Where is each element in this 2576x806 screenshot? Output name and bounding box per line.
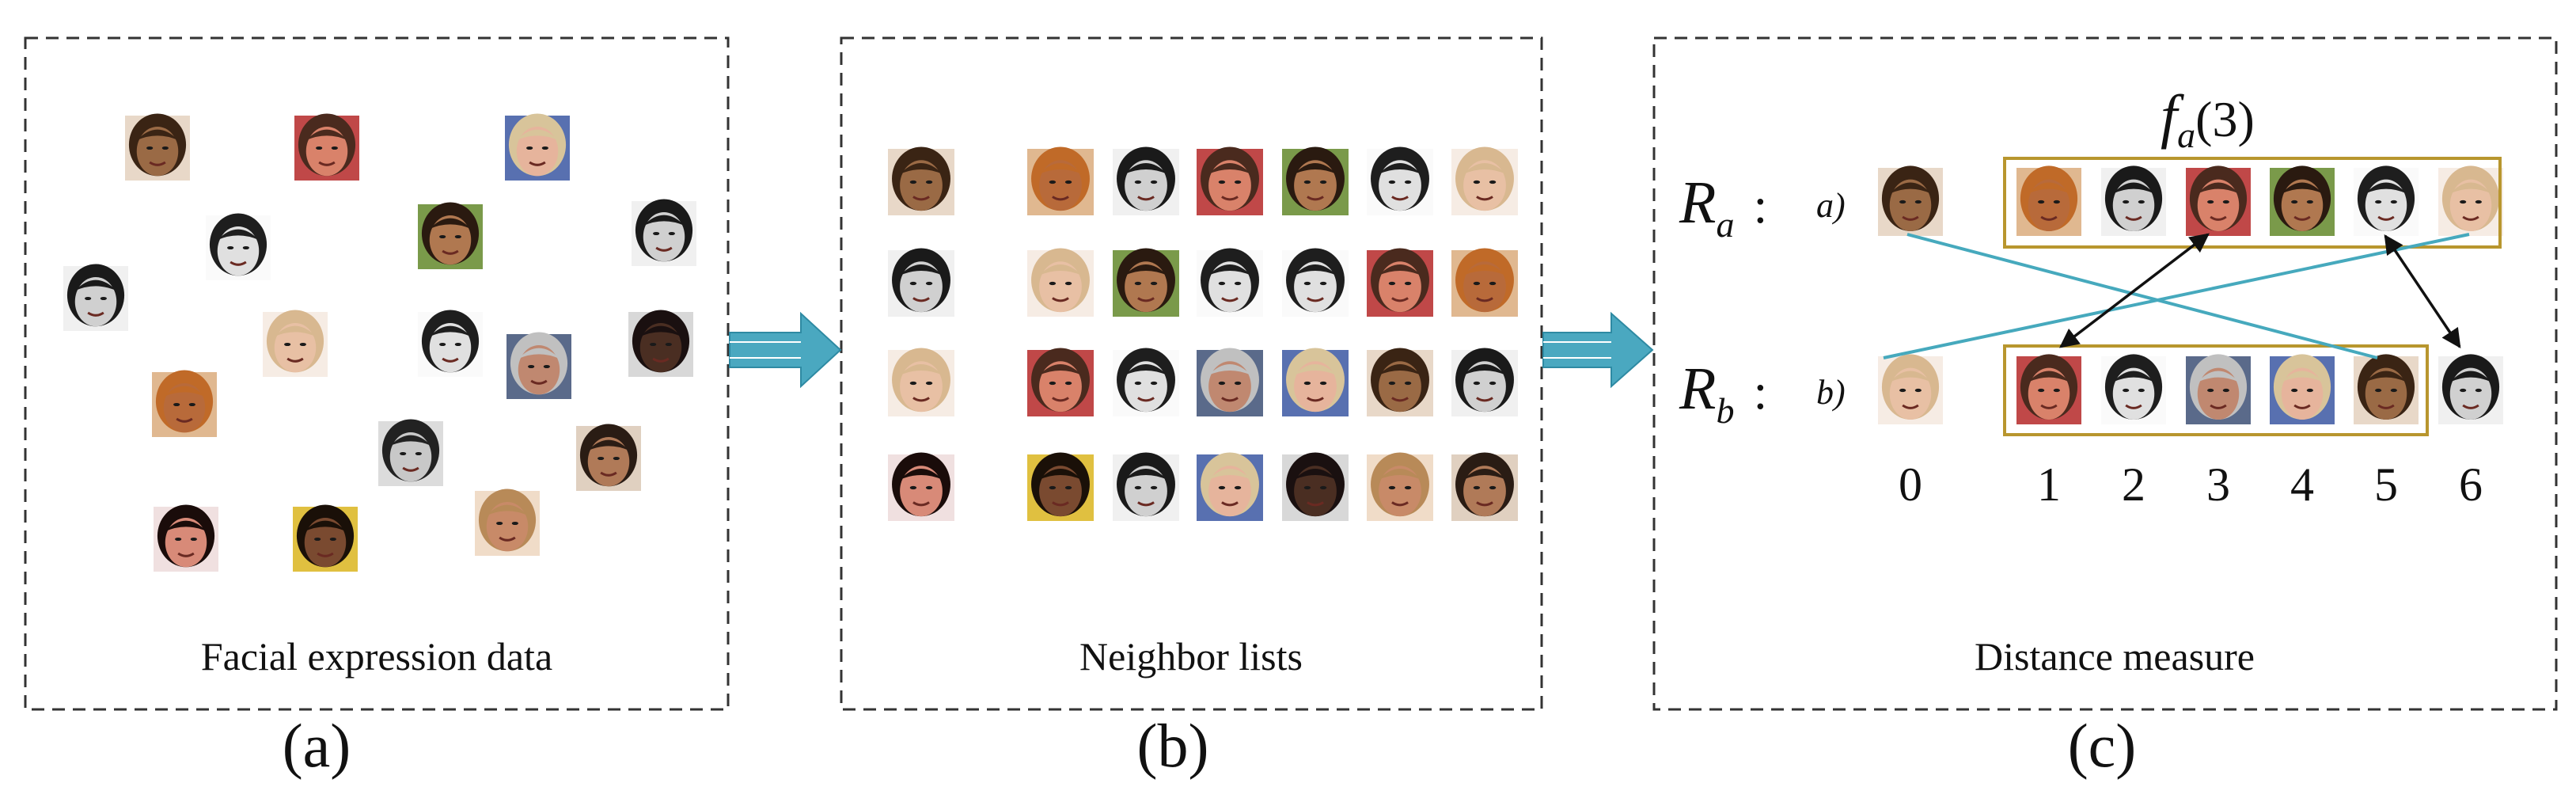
panel-a-label: (a) (283, 711, 351, 780)
panel-c-faces (1878, 165, 2503, 424)
neighbor-face-r0-c6 (1451, 146, 1518, 215)
list-a-face-6 (2438, 165, 2503, 236)
face-thumb-a-14 (154, 504, 218, 572)
list-a-face-2 (2101, 165, 2166, 236)
panel-c-caption: Distance measure (1975, 634, 2255, 679)
position-index-0: 0 (1899, 458, 1922, 511)
position-index-5: 5 (2374, 458, 2398, 511)
neighbor-face-r0-c5 (1367, 146, 1433, 215)
panel-b-label: (b) (1137, 711, 1209, 780)
face-thumb-a-12 (378, 419, 443, 486)
list-b-face-5 (2354, 354, 2419, 424)
neighbor-face-r3-c1 (1027, 452, 1094, 521)
face-thumb-a-8 (418, 310, 483, 377)
list-a-face-0 (1878, 165, 1943, 236)
ranked-list-b-box (2003, 344, 2429, 436)
face-thumb-a-9 (506, 332, 571, 399)
neighbor-face-r3-c2 (1113, 452, 1179, 521)
link-a6-to-b0 (1883, 233, 2470, 359)
ranked-list-a-box (2003, 157, 2502, 249)
ra-label: Ra: (1679, 169, 1767, 245)
face-thumb-a-6 (63, 264, 128, 331)
neighbor-face-r1-c0 (888, 248, 954, 317)
flow-arrow-b-to-c (1542, 311, 1654, 389)
rb-label: Rb: (1679, 355, 1767, 431)
position-index-row: 0 1 2 3 4 5 6 (1899, 458, 2483, 511)
face-thumb-a-2 (505, 113, 570, 181)
fa-label: fa(3) (2161, 83, 2255, 155)
face-thumb-a-16 (475, 489, 540, 556)
list-b-face-4 (2270, 354, 2335, 424)
neighbor-face-r3-c5 (1367, 452, 1433, 521)
position-index-4: 4 (2290, 458, 2314, 511)
panel-b-faces (888, 146, 1518, 521)
row-a-tag: a) (1816, 186, 1846, 225)
match-arrow-b1-a3 (2059, 233, 2210, 348)
neighbor-face-r0-c0 (888, 146, 954, 215)
list-a-face-3 (2186, 165, 2251, 236)
flow-arrow-a-to-b (729, 311, 842, 389)
neighbor-face-r1-c6 (1451, 248, 1518, 317)
neighbor-face-r0-c3 (1197, 146, 1263, 215)
neighbor-face-r2-c4 (1282, 348, 1349, 416)
position-index-6: 6 (2459, 458, 2483, 511)
panel-a-caption: Facial expression data (201, 634, 552, 679)
list-a-face-5 (2354, 165, 2419, 236)
panel-c-frame (1652, 36, 2558, 711)
match-arrow-a5-b6 (2384, 234, 2461, 349)
neighbor-face-r2-c5 (1367, 348, 1433, 416)
neighbor-face-r3-c3 (1197, 452, 1263, 521)
list-b-face-2 (2101, 354, 2166, 424)
position-index-3: 3 (2206, 458, 2230, 511)
neighbor-face-r2-c2 (1113, 348, 1179, 416)
list-a-face-1 (2016, 165, 2081, 236)
face-thumb-a-3 (206, 213, 271, 280)
face-thumb-a-0 (125, 113, 190, 181)
neighbor-face-r3-c4 (1282, 452, 1349, 521)
neighbor-face-r1-c4 (1282, 248, 1349, 317)
panel-a-frame (24, 36, 730, 711)
panel-b-caption: Neighbor lists (1079, 634, 1303, 679)
neighbor-face-r2-c3 (1197, 348, 1263, 416)
panel-c-label: (c) (2068, 711, 2137, 780)
neighbor-face-r2-c1 (1027, 348, 1094, 416)
position-index-1: 1 (2037, 458, 2061, 511)
panel-b-frame (840, 36, 1543, 711)
neighbor-face-r1-c3 (1197, 248, 1263, 317)
face-thumb-a-13 (576, 424, 641, 491)
list-b-face-3 (2186, 354, 2251, 424)
neighbor-face-r2-c6 (1451, 348, 1518, 416)
neighbor-face-r1-c1 (1027, 248, 1094, 317)
face-thumb-a-7 (263, 310, 328, 377)
neighbor-face-r0-c2 (1113, 146, 1179, 215)
neighbor-face-r3-c0 (888, 452, 954, 521)
position-index-2: 2 (2122, 458, 2145, 511)
neighbor-face-r2-c0 (888, 348, 954, 416)
face-thumb-a-1 (294, 113, 359, 181)
neighbor-face-r1-c5 (1367, 248, 1433, 317)
row-b-tag: b) (1816, 373, 1846, 412)
list-b-face-6 (2438, 354, 2503, 424)
face-thumb-a-4 (418, 202, 483, 269)
list-a-face-4 (2270, 165, 2335, 236)
list-b-face-0 (1878, 354, 1943, 424)
neighbor-face-r0-c4 (1282, 146, 1349, 215)
face-thumb-a-15 (293, 504, 358, 572)
neighbor-face-r3-c6 (1451, 452, 1518, 521)
neighbor-face-r1-c2 (1113, 248, 1179, 317)
neighbor-face-r0-c1 (1027, 146, 1094, 215)
list-b-face-1 (2016, 354, 2081, 424)
face-thumb-a-5 (632, 199, 696, 266)
panel-a-faces (63, 113, 696, 572)
face-thumb-a-11 (152, 370, 217, 437)
face-thumb-a-10 (628, 310, 693, 377)
